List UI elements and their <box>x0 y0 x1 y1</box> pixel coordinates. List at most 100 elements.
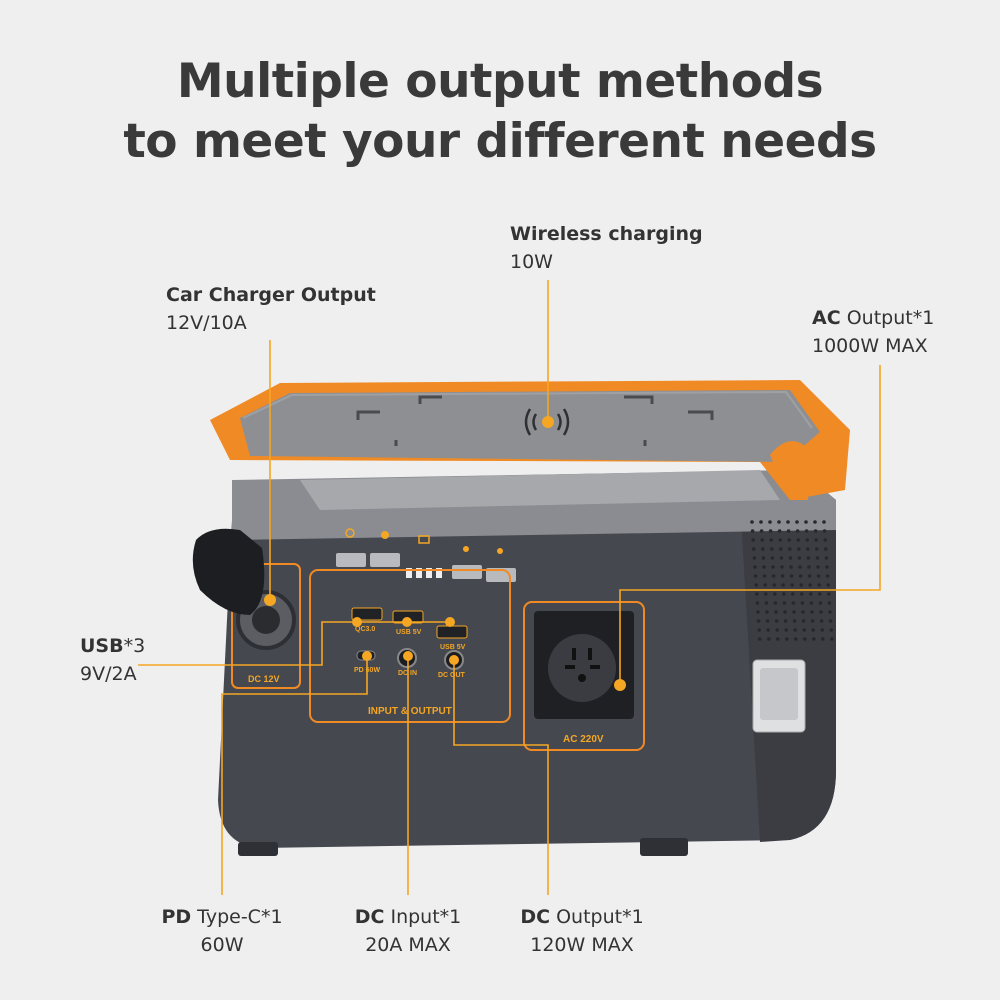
vent-hole <box>808 583 812 587</box>
vent-hole <box>824 547 828 551</box>
vent-hole <box>809 592 813 596</box>
vent-hole <box>807 574 812 578</box>
vent-hole <box>829 628 833 632</box>
vent-hole <box>802 628 806 632</box>
vent-hole <box>784 628 788 632</box>
vent-hole <box>768 520 772 524</box>
vent-hole <box>775 628 779 632</box>
vent-hole <box>764 592 768 596</box>
vent-hole <box>783 610 787 614</box>
vent-hole <box>826 583 830 587</box>
vent-hole <box>765 610 769 614</box>
vent-hole <box>754 583 758 587</box>
vent-hole <box>814 538 818 542</box>
vent-hole <box>806 556 811 560</box>
vent-hole <box>792 610 796 614</box>
vent-hole <box>816 565 820 569</box>
callout-car-title: Car Charger Output <box>166 284 376 306</box>
vent-hole <box>827 601 832 605</box>
vent-hole <box>819 619 824 623</box>
dcout-label: DC OUT <box>438 672 466 679</box>
callout-ac-value: 1000W MAX <box>812 335 928 357</box>
vent-hole <box>750 520 754 524</box>
vent-hole <box>798 565 802 569</box>
vent-hole <box>797 556 802 560</box>
vent-hole <box>825 565 829 569</box>
vent-hole <box>800 592 804 596</box>
vent-hole <box>771 574 776 578</box>
control-panel <box>336 553 516 582</box>
vent-hole <box>813 520 817 524</box>
vent-hole <box>789 574 794 578</box>
vent-hole <box>776 637 780 641</box>
vent-hole <box>812 637 816 641</box>
vent-hole <box>763 583 767 587</box>
vent-hole <box>777 520 781 524</box>
callout-car: Car Charger Output 12V/10A <box>166 281 376 337</box>
callout-ac: AC Output*1 1000W MAX <box>812 304 934 360</box>
vent-hole <box>780 574 785 578</box>
vent-hole <box>824 556 829 560</box>
vent-hole <box>769 538 773 542</box>
callout-car-value: 12V/10A <box>166 312 247 334</box>
vent-hole <box>764 601 769 605</box>
callout-dcin-value: 20A MAX <box>365 934 451 956</box>
vent-hole <box>778 538 782 542</box>
input-output-panel <box>309 569 511 723</box>
vent-hole <box>795 529 800 533</box>
vent-hole <box>768 529 773 533</box>
headline-line-1: Multiple output methods <box>176 54 824 109</box>
io-label: INPUT & OUTPUT <box>368 706 452 717</box>
vent-hole <box>770 556 775 560</box>
vent-hole <box>753 565 757 569</box>
vent-hole <box>822 529 827 533</box>
pd60-label: PD 60W <box>354 667 380 674</box>
vent-hole <box>793 628 797 632</box>
vent-hole <box>797 547 801 551</box>
callout-pd-bold: PD <box>161 906 192 928</box>
qc-label: QC3.0 <box>355 626 375 633</box>
callout-wireless-value: 10W <box>510 251 553 273</box>
callout-wireless-title: Wireless charging <box>510 223 703 245</box>
vent-hole <box>773 601 778 605</box>
vent-hole <box>782 592 786 596</box>
vent-hole <box>762 565 766 569</box>
leader-lines <box>138 280 881 895</box>
leader-dots <box>264 416 626 691</box>
vent-hole <box>779 547 783 551</box>
dc12-label: DC 12V <box>248 674 280 684</box>
vent-hole <box>766 628 770 632</box>
vent-hole <box>800 601 805 605</box>
vent-hole <box>783 619 788 623</box>
usb5a-label: USB 5V <box>396 629 422 636</box>
vent-hole <box>759 529 764 533</box>
callout-usb: USB*3 9V/2A <box>80 632 145 688</box>
vent-hole <box>822 520 826 524</box>
callout-dcin-bold: DC <box>354 906 385 928</box>
callout-dcout-text: Output*1 <box>550 906 644 928</box>
vent-hole <box>780 565 784 569</box>
vent-hole <box>765 619 770 623</box>
vent-hole <box>817 583 821 587</box>
vent-hole <box>810 610 814 614</box>
vent-hole <box>805 538 809 542</box>
vent-hole <box>825 574 830 578</box>
vent-hole <box>785 637 789 641</box>
vent-hole <box>804 520 808 524</box>
vent-hole <box>791 592 795 596</box>
vent-hole <box>789 565 793 569</box>
car-charger-panel <box>231 563 301 689</box>
vent-hole <box>770 547 774 551</box>
callout-ac-bold: AC <box>812 307 841 329</box>
vent-hole <box>798 574 803 578</box>
vent-hole <box>818 592 822 596</box>
car-charger-cap <box>192 528 265 615</box>
usb5b-label: USB 5V <box>440 644 466 651</box>
vent-hole <box>788 547 792 551</box>
vent-hole <box>815 556 820 560</box>
vent-hole <box>801 619 806 623</box>
vent-hole <box>787 538 791 542</box>
vent-hole <box>823 538 827 542</box>
vent-hole <box>815 547 819 551</box>
